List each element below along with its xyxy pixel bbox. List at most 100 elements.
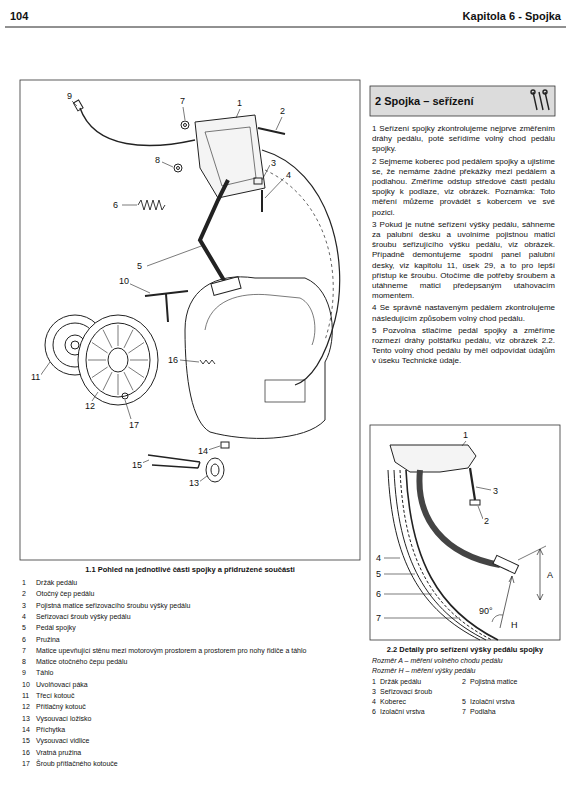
clutch-exploded-view (128, 367, 144, 378)
body-paragraph: 1 Seřízení spojky zkontrolujeme nejprve … (372, 124, 555, 155)
leader-line (142, 460, 149, 463)
section-band (370, 86, 555, 116)
pedal-height-detail (540, 549, 541, 600)
pedal-height-detail (388, 445, 546, 640)
chapter-title: Kapitola 6 - Spojka (463, 10, 561, 23)
body-paragraph: 3 Pokud je nutné seřízení výšky pedálu, … (372, 220, 555, 302)
callout-number: 1 (462, 430, 469, 440)
legend-text: Šroub přítlačného kotouče (36, 759, 118, 768)
legend-text: Držák pedálu (36, 578, 77, 587)
clutch-exploded-view (88, 325, 148, 395)
legend-number: 9 (22, 668, 26, 677)
clutch-exploded-view (211, 464, 219, 476)
legend-text: Koberec (380, 697, 406, 706)
clutch-exploded-view (124, 372, 133, 390)
clutch-exploded-view (128, 343, 144, 354)
tool-icon (539, 92, 543, 110)
leader-line (384, 574, 415, 575)
pedal-height-detail (406, 470, 498, 640)
pedal-height-detail (537, 549, 543, 600)
legend-text: Pojistná matice (470, 677, 517, 686)
legend-text: Izolační vrstva (380, 707, 425, 716)
legend-number: 3 (372, 687, 376, 696)
clutch-exploded-view (108, 348, 128, 372)
clutch-exploded-view (262, 150, 340, 385)
legend-number: 5 (22, 623, 26, 632)
legend-number: 8 (22, 657, 26, 666)
legend-number: 7 (22, 646, 26, 655)
tool-icon (545, 92, 549, 110)
tool-icon (533, 92, 537, 110)
legend-number: 6 (372, 707, 376, 716)
legend-number: 6 (22, 635, 26, 644)
callout-number: 17 (128, 420, 140, 430)
leader-line (40, 362, 50, 376)
legend-number: 10 (22, 680, 30, 689)
leader-line (40, 101, 284, 482)
callout-number: 8 (154, 155, 161, 165)
body-paragraph: 4 Se správně nastaveným pedálem zkontrol… (372, 303, 555, 323)
pedal-height-detail (492, 615, 503, 622)
legend-number: 4 (372, 697, 376, 706)
pedal-height-detail (470, 500, 480, 505)
clutch-exploded-view (124, 330, 133, 348)
legend-text: Třecí kotouč (36, 691, 75, 700)
clutch-exploded-view (265, 170, 333, 340)
callout-number: 14 (197, 446, 209, 456)
callout-number: 13 (188, 478, 200, 488)
clutch-exploded-view (205, 294, 315, 345)
pedal-height-detail (390, 445, 476, 472)
clutch-exploded-view (184, 124, 187, 127)
leader-line (199, 476, 207, 482)
legend-number: 13 (22, 714, 30, 723)
clutch-exploded-view (92, 343, 108, 354)
clutch-exploded-view (254, 178, 262, 184)
clutch-exploded-view (80, 108, 195, 145)
leader-line (462, 441, 466, 446)
leader-line (92, 392, 98, 401)
clutch-exploded-view (200, 180, 228, 282)
clutch-exploded-view (103, 372, 112, 390)
legend-text: Táhlo (36, 668, 54, 677)
legend-text: Matice upevňující stěnu mezi motorovým p… (36, 646, 306, 655)
clutch-exploded-view (195, 115, 265, 198)
leader-line (384, 558, 400, 559)
callout-number: 2 (279, 106, 286, 116)
pedal-height-detail (419, 470, 500, 565)
tool-icon (531, 90, 535, 94)
callout-number: 2 (483, 516, 490, 526)
callout-number: 5 (375, 569, 382, 579)
legend-number: 1 (372, 677, 376, 686)
legend-number: 12 (22, 702, 30, 711)
clutch-exploded-view (103, 330, 112, 348)
angle-label: 90° (478, 606, 494, 616)
callout-number: 11 (30, 372, 41, 382)
clutch-exploded-view (122, 393, 128, 399)
dimension-label: A (546, 570, 554, 580)
legend-text: Seřizovací šroub výšky pedálu (36, 612, 131, 621)
leader-line (122, 205, 137, 206)
text-column: 1 Seřízení spojky zkontrolujeme nejprve … (372, 124, 555, 369)
header-rule (5, 27, 566, 28)
callout-number: 12 (84, 401, 96, 411)
callout-number: 7 (179, 96, 186, 106)
clutch-exploded-view (73, 100, 83, 111)
legend-text: Příchytka (36, 725, 65, 734)
leader-line (147, 245, 204, 266)
section-band (370, 86, 555, 116)
clutch-exploded-view (181, 121, 189, 129)
dimension-label: H (510, 620, 519, 630)
leader-line (262, 165, 270, 180)
figure-caption: 1.1 Pohled na jednotlivé části spojky a … (20, 565, 360, 574)
leader-line (276, 117, 282, 130)
callout-number: 3 (270, 158, 277, 168)
clutch-exploded-view (205, 127, 256, 186)
clutch-exploded-view (118, 374, 119, 395)
dimension-note: Rozměr H – měření výšky pedálu (372, 666, 475, 675)
legend-number: 14 (22, 725, 30, 734)
figure-frame (20, 80, 360, 560)
legend-number: 1 (22, 578, 26, 587)
leader-line (265, 178, 284, 198)
clutch-exploded-view (138, 200, 165, 210)
callout-number: 1 (236, 98, 243, 108)
